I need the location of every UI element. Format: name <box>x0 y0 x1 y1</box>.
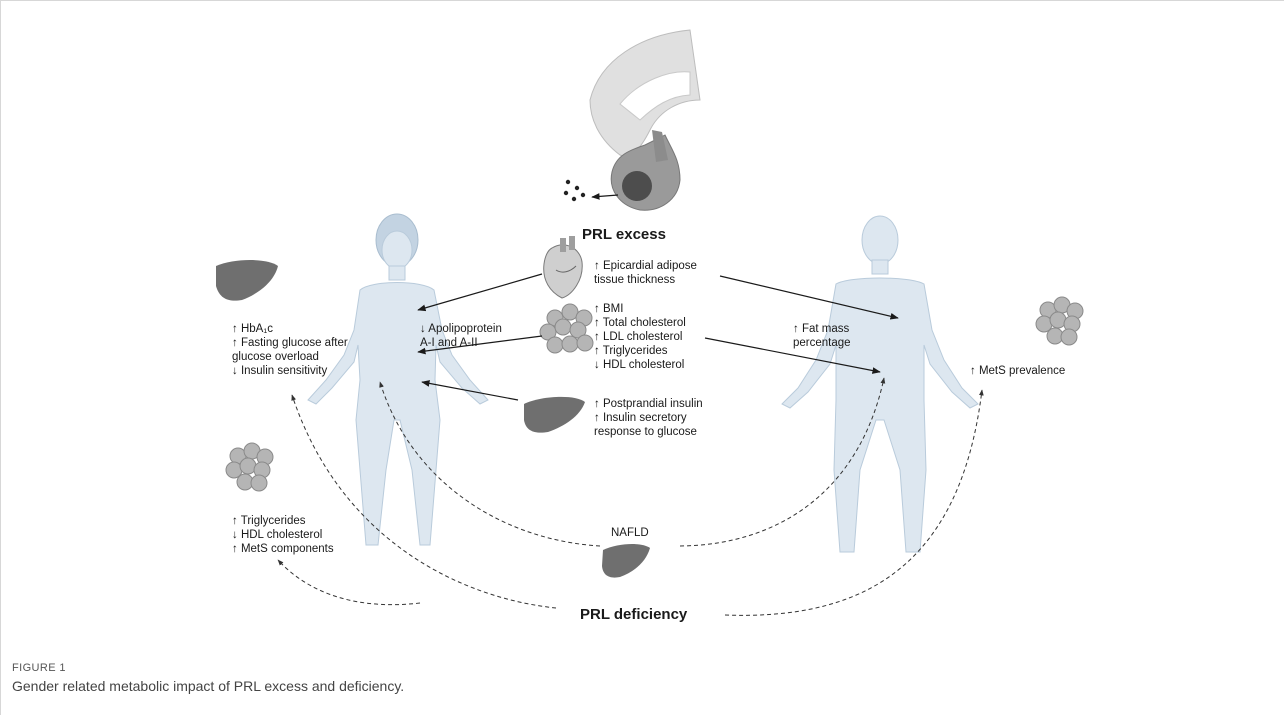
deficiency-female-text: ↑ Triglycerides ↓ HDL cholesterol ↑ MetS… <box>232 515 334 555</box>
arrow-nafld-to-female <box>379 381 601 547</box>
arrow-deficiency-to-triglycerides <box>277 559 421 606</box>
pituitary-gland-icon <box>563 29 701 211</box>
figure-label: FIGURE 1 <box>12 662 66 674</box>
arrow-fat-to-male <box>704 337 881 374</box>
liver-icon <box>524 396 585 433</box>
glucose-effects-text: ↑ HbA₁c ↑ Fasting glucose after glucose … <box>232 323 351 377</box>
liver-icon <box>602 544 650 578</box>
liver-effects-text: ↑ Postprandial insulin ↑ Insulin secreto… <box>594 398 706 438</box>
liver-icon <box>216 260 278 301</box>
male-body-icon <box>781 215 979 553</box>
prl-excess-label: PRL excess <box>582 226 666 243</box>
arrow-heart-to-male <box>719 275 899 320</box>
nafld-label: NAFLD <box>611 527 649 539</box>
heart-icon <box>543 236 583 299</box>
arrow-nafld-to-male <box>679 377 886 547</box>
figure-caption: FIGURE 1 Gender related metabolic impact… <box>12 662 1272 694</box>
arrow-deficiency-to-glucose <box>291 394 557 609</box>
adipose-tissue-icon <box>1035 296 1084 346</box>
figure-caption-text: Gender related metabolic impact of PRL e… <box>12 678 405 694</box>
heart-effects-text: ↑ Epicardial adipose tissue thickness <box>594 260 700 286</box>
adipose-tissue-icon <box>539 303 594 354</box>
arrow-deficiency-to-mets <box>724 389 984 616</box>
prl-deficiency-label: PRL deficiency <box>580 606 688 623</box>
mets-prevalence-text: ↑ MetS prevalence <box>970 365 1065 377</box>
apolipoprotein-text: ↓ Apolipoprotein A-I and A-II <box>420 323 505 349</box>
arrow-liver-to-female <box>421 380 519 401</box>
fat-effects-text: ↑ BMI ↑ Total cholesterol ↑ LDL choleste… <box>594 303 689 371</box>
fat-mass-text: ↑ Fat mass percentage <box>793 323 852 349</box>
female-body-icon <box>307 213 489 546</box>
arrow-fat-to-female <box>417 335 543 355</box>
arrow-heart-to-female <box>417 273 543 312</box>
adipose-tissue-icon <box>225 442 274 492</box>
